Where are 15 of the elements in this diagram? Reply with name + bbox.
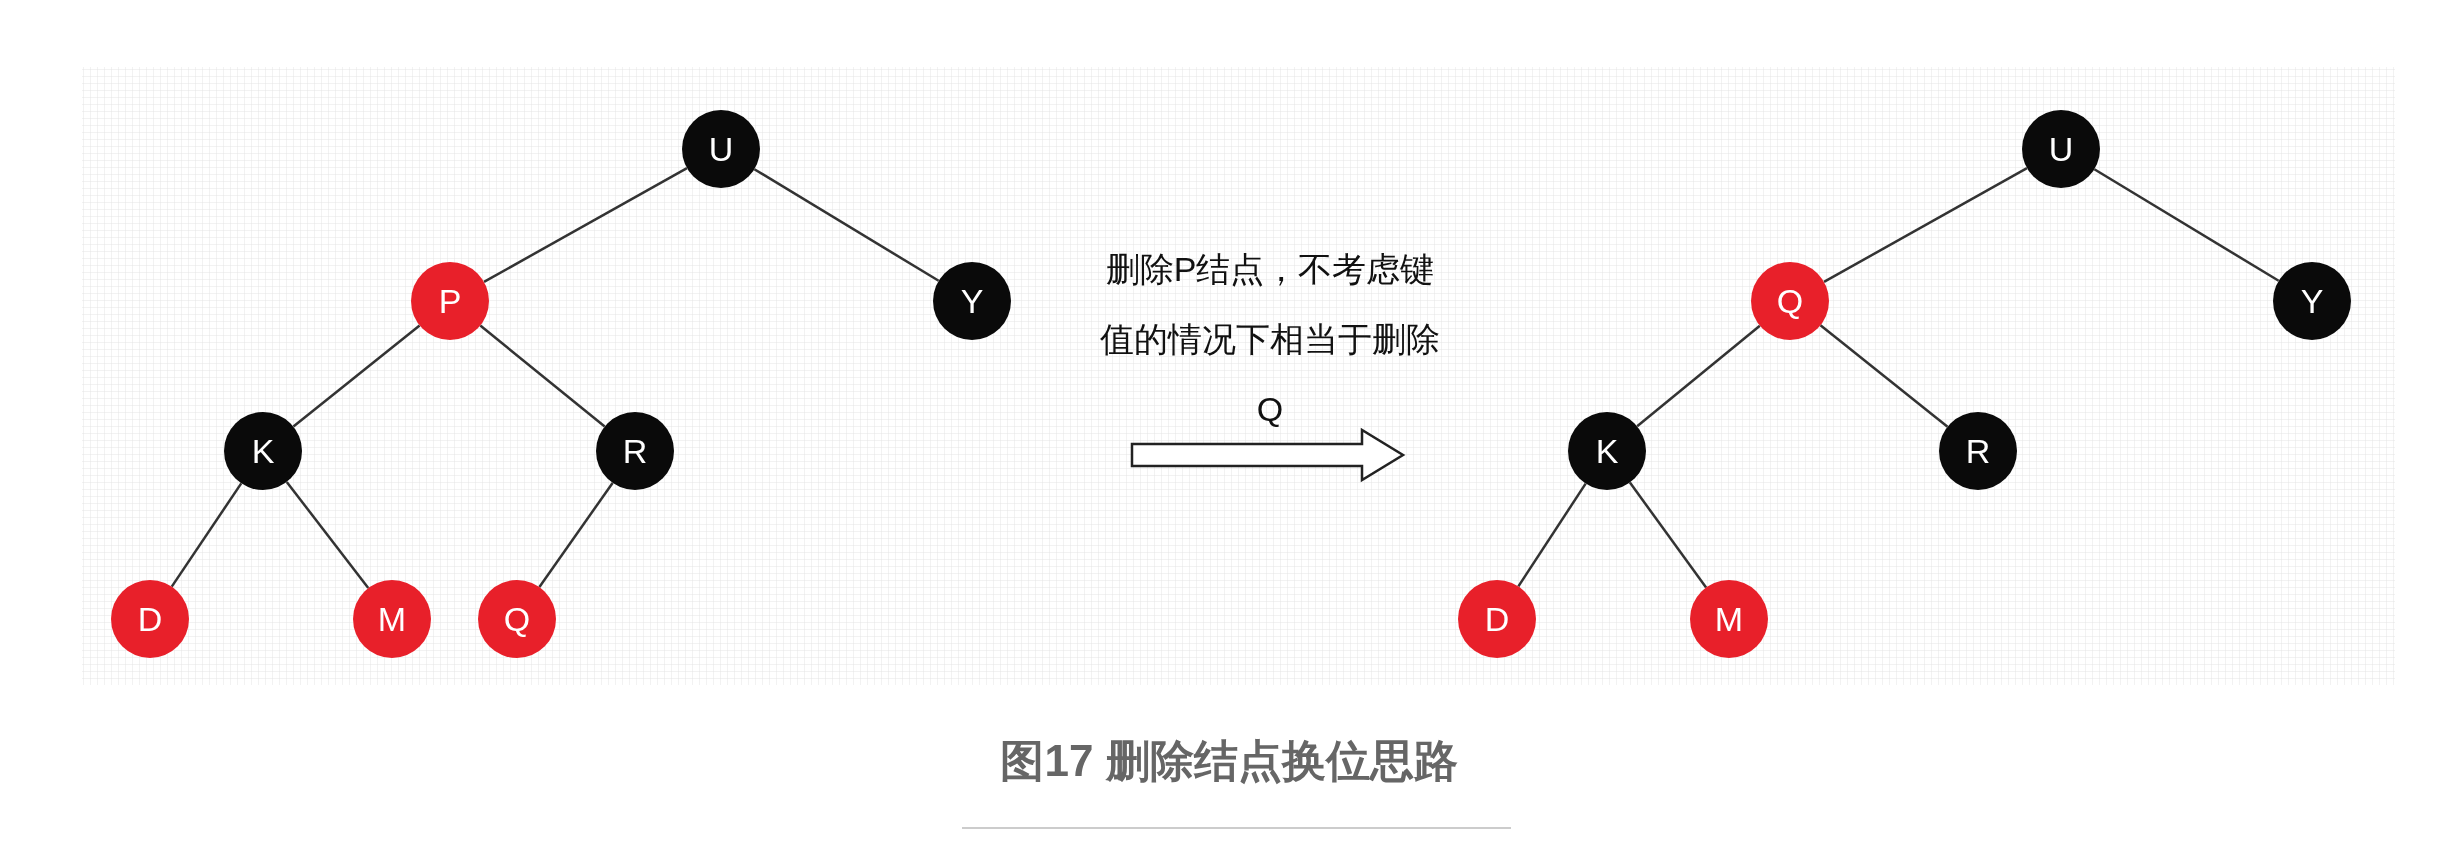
tree-edge <box>1823 167 2028 283</box>
tree-edge <box>1517 482 1587 588</box>
tree-edge <box>483 167 688 283</box>
tree-edge <box>538 482 614 588</box>
tree-edge <box>2093 168 2280 282</box>
tree-edge <box>285 481 370 589</box>
tree-edge <box>753 168 940 282</box>
tree-edge <box>170 482 243 588</box>
note-text: 删除P结点，不考虑键值的情况下相当于删除Q <box>1099 249 1441 430</box>
figure-caption: 图17 删除结点换位思路 <box>999 735 1459 787</box>
tree-edge <box>1636 324 1761 428</box>
tree-edge <box>1628 481 1708 589</box>
tree-edge <box>292 324 421 428</box>
tree-edge <box>1819 324 1949 428</box>
tree-edge <box>479 324 606 428</box>
